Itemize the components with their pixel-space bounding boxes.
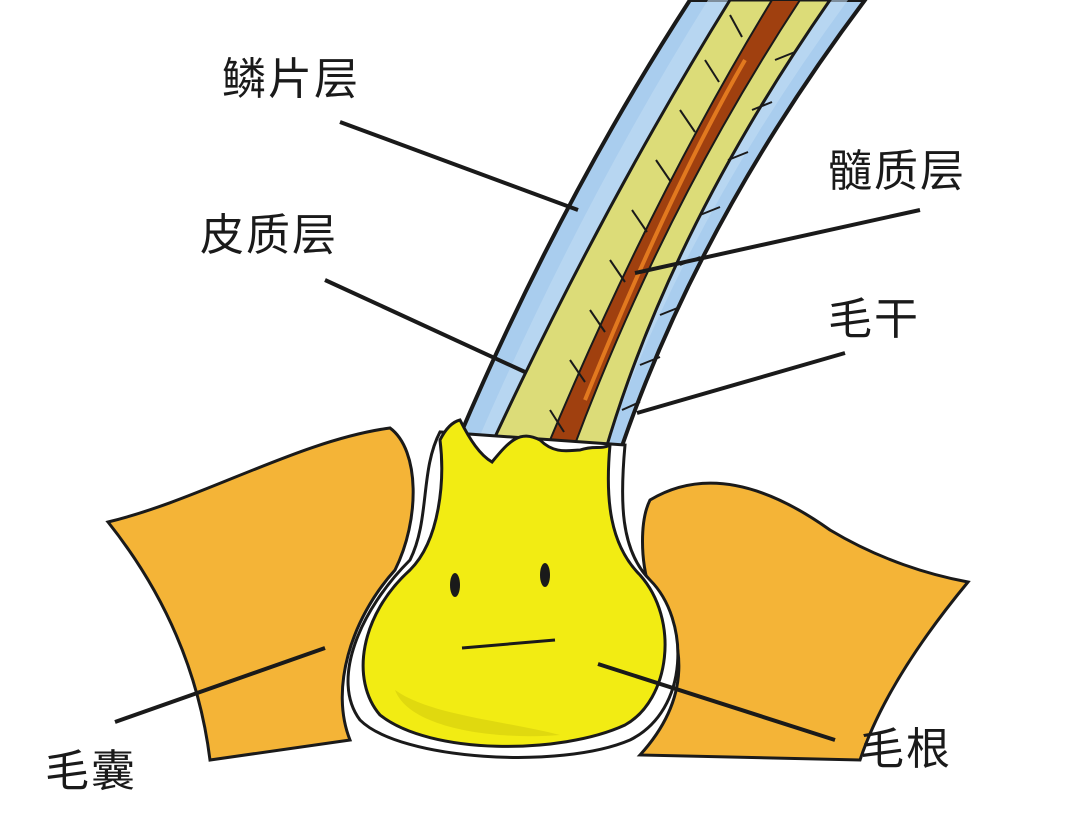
root-eye-left — [450, 573, 460, 597]
skin-tissue-right — [636, 481, 971, 762]
leader-hair-shaft — [636, 351, 846, 415]
leader-cortex — [324, 278, 526, 374]
label-cortex: 皮质层 — [200, 210, 338, 261]
root-eye-right — [540, 563, 550, 587]
leader-cuticle — [339, 120, 579, 212]
root-mouth — [461, 638, 556, 650]
cortex-stripes — [549, 14, 796, 433]
hair-shaft — [455, 0, 868, 454]
label-cuticle: 鳞片层 — [222, 54, 360, 105]
label-medulla: 髓质层 — [828, 146, 966, 197]
leader-follicle — [114, 646, 326, 724]
hair-root-bulb — [361, 418, 667, 748]
label-hair-follicle: 毛囊 — [45, 746, 137, 797]
label-hair-shaft: 毛干 — [828, 294, 920, 345]
label-hair-root: 毛根 — [860, 724, 952, 775]
leader-medulla — [634, 208, 921, 275]
skin-tissue-left — [105, 426, 415, 762]
leader-lines — [114, 120, 921, 742]
leader-root — [597, 662, 836, 742]
